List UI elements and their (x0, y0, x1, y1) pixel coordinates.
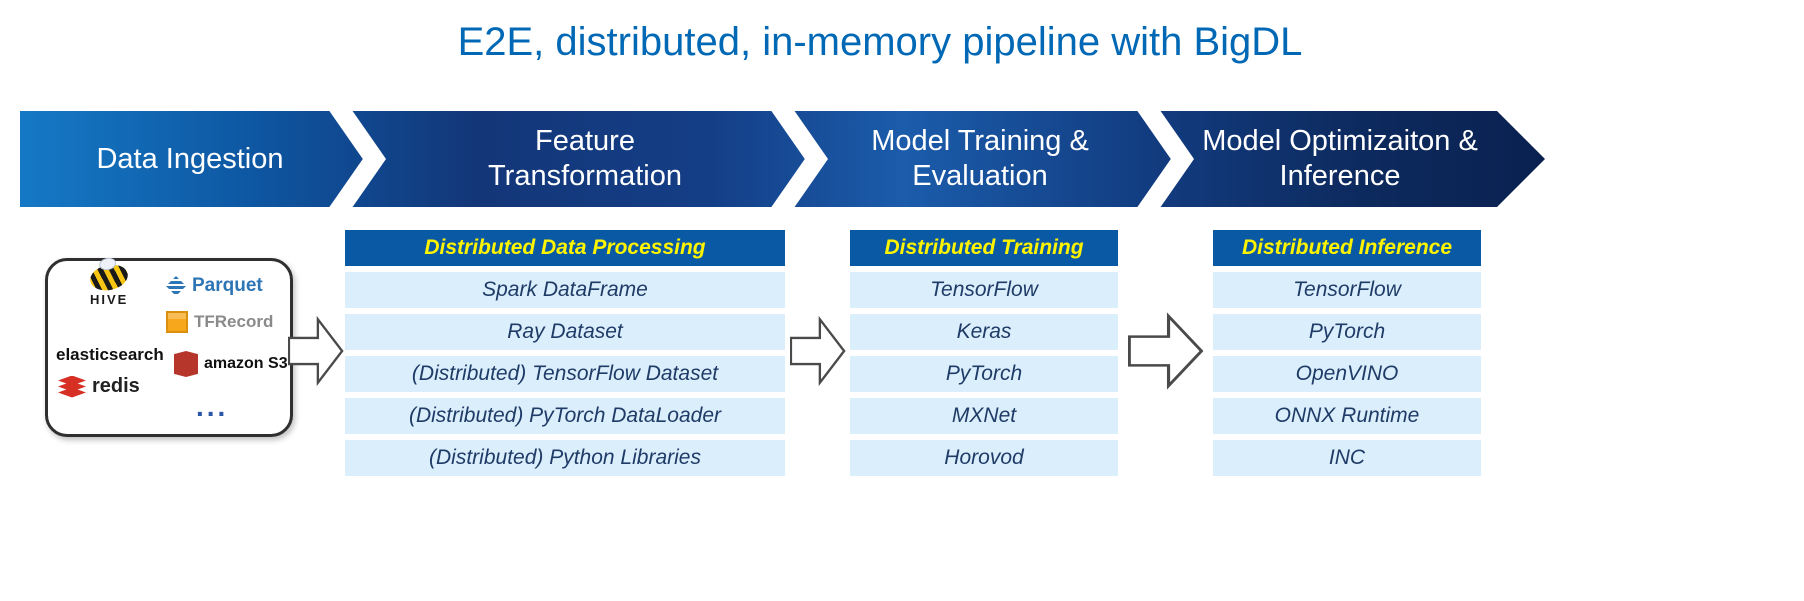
s3-bucket-icon (174, 351, 198, 377)
table-row: (Distributed) PyTorch DataLoader (345, 398, 785, 434)
table-header: Distributed Data Processing (345, 230, 785, 266)
table-header: Distributed Inference (1213, 230, 1481, 266)
table-row: Keras (850, 314, 1118, 350)
parquet-logo: Parquet (166, 275, 263, 297)
chevron-separator-icon (328, 109, 386, 209)
stage-data-ingestion: Data Ingestion (96, 142, 284, 175)
table-header: Distributed Training (850, 230, 1118, 266)
tfrecord-box-icon (166, 311, 188, 333)
stage-model-training-evaluation: Model Training & Evaluation (871, 125, 1089, 192)
tfrecord-logo: TFRecord (166, 311, 273, 333)
hive-logo-label: HIVE (90, 292, 129, 307)
parquet-logo-label: Parquet (192, 275, 263, 296)
tfrecord-logo-label: TFRecord (194, 312, 274, 331)
page-title: E2E, distributed, in-memory pipeline wit… (457, 20, 1303, 64)
amazon-s3-logo-label: amazon S3 (204, 355, 288, 372)
stage-feature-transformation: Feature Transformation (488, 125, 682, 192)
table-row: TensorFlow (1213, 272, 1481, 308)
amazon-s3-logo: amazon S3 (174, 351, 288, 377)
data-sources-box: HIVE Parquet TFRecord elasticsearch amaz… (45, 258, 293, 437)
parquet-icon (166, 276, 186, 296)
hive-bee-icon (87, 261, 131, 294)
table-row: TensorFlow (850, 272, 1118, 308)
table-row: PyTorch (850, 356, 1118, 392)
table-row: PyTorch (1213, 314, 1481, 350)
stage-model-optimization-inference: Model Optimizaiton & Inference (1202, 125, 1478, 192)
table-row: Horovod (850, 440, 1118, 476)
table-row: ONNX Runtime (1213, 398, 1481, 434)
redis-logo-label: redis (92, 375, 140, 397)
flow-arrow-icon (790, 315, 846, 387)
redis-diamonds-icon (58, 375, 86, 398)
table-row: MXNet (850, 398, 1118, 434)
table-row: Spark DataFrame (345, 272, 785, 308)
elasticsearch-logo: elasticsearch (56, 345, 164, 365)
table-row: Ray Dataset (345, 314, 785, 350)
redis-logo: redis (58, 375, 140, 398)
distributed-data-processing-table: Distributed Data Processing Spark DataFr… (345, 230, 785, 476)
distributed-training-table: Distributed Training TensorFlow Keras Py… (850, 230, 1118, 476)
pipeline-banner: Data Ingestion Feature Transformation Mo… (20, 111, 1545, 207)
table-row: (Distributed) TensorFlow Dataset (345, 356, 785, 392)
distributed-inference-table: Distributed Inference TensorFlow PyTorch… (1213, 230, 1481, 476)
flow-arrow-icon (1128, 312, 1204, 390)
elasticsearch-logo-label: elasticsearch (56, 345, 164, 364)
hive-logo: HIVE (87, 261, 131, 307)
table-row: INC (1213, 440, 1481, 476)
table-row: (Distributed) Python Libraries (345, 440, 785, 476)
table-row: OpenVINO (1213, 356, 1481, 392)
more-sources-ellipsis: ... (196, 393, 228, 421)
ellipsis-label: ... (196, 391, 229, 422)
flow-arrow-icon (288, 315, 344, 387)
